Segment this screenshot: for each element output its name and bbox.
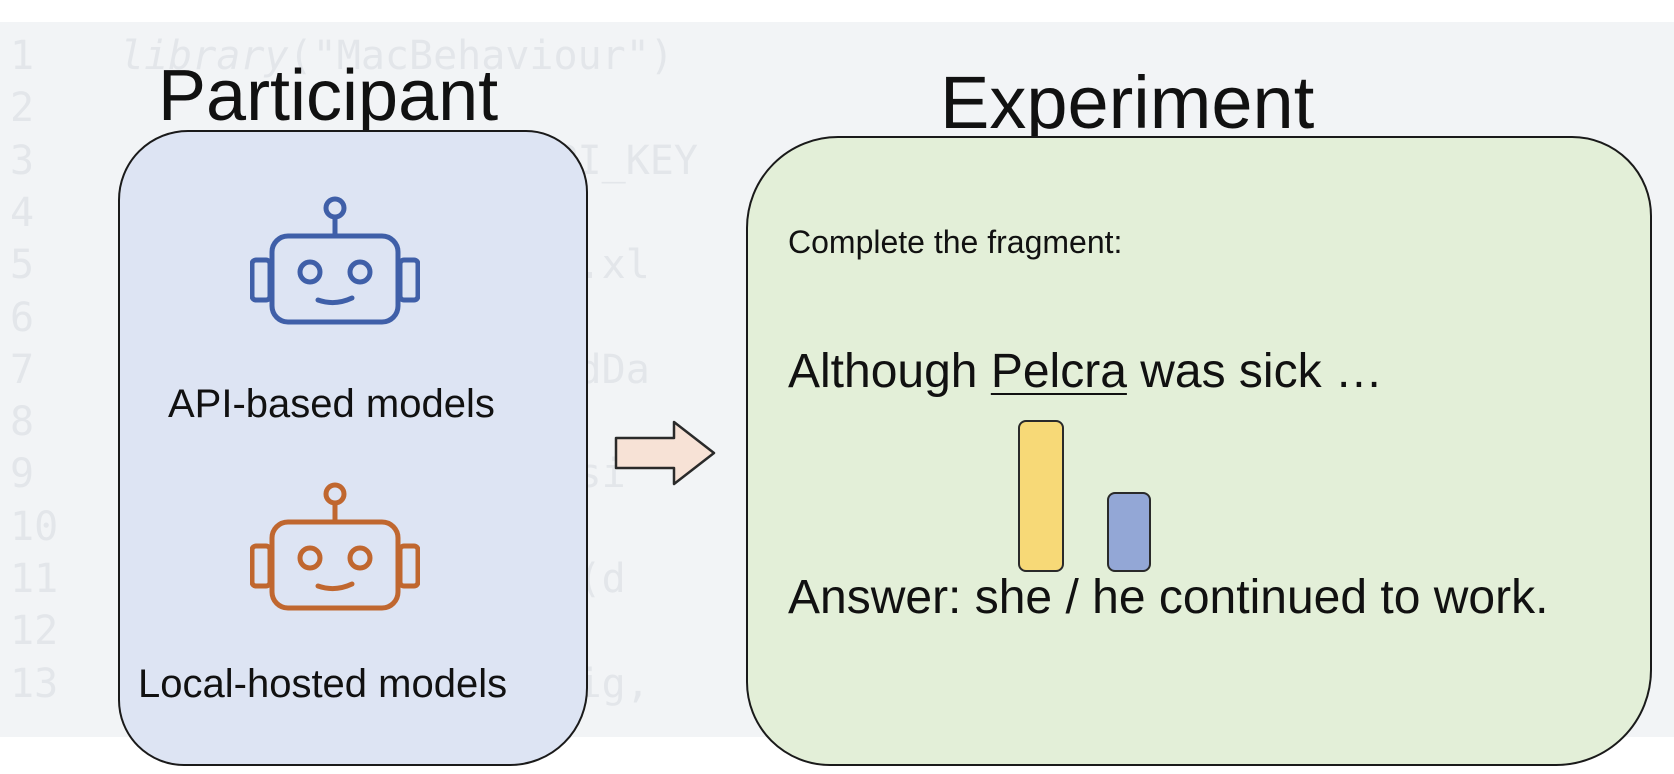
code-line-number: 4 <box>10 189 35 236</box>
code-line-number: 9 <box>10 451 35 498</box>
code-line-number: 12 <box>10 608 59 655</box>
experiment-panel <box>746 136 1652 766</box>
code-line-number: 2 <box>10 85 35 132</box>
experiment-title: Experiment <box>940 61 1315 144</box>
code-line-number: 11 <box>10 556 59 602</box>
she-probability-bar <box>1018 420 1064 572</box>
code-line: 1 library("MacBehaviour") <box>0 30 1674 82</box>
code-line-number: 13 <box>10 660 59 707</box>
robot-icon-local <box>250 482 420 611</box>
code-line: 8 <box>0 396 1674 448</box>
code-line: 6 <box>0 292 1674 344</box>
local-models-label: Local-hosted models <box>138 662 508 706</box>
participant-title: Participant <box>158 56 499 136</box>
sentence-end: was sick … <box>1126 345 1383 398</box>
instruction-text: Complete the fragment: <box>788 224 1123 260</box>
api-models-label: API-based models <box>168 382 495 426</box>
answer-text: Answer: she / he continued to work. <box>788 571 1549 624</box>
code-line-number: 3 <box>10 137 35 184</box>
code-line: 10 <box>0 501 1674 553</box>
code-line-number: 1 <box>10 33 35 79</box>
robot-icon-api <box>250 196 420 325</box>
code-line-number: 6 <box>10 294 35 341</box>
sentence-name: Pelcra <box>990 345 1127 398</box>
code-line-text: library("MacBehaviour") <box>120 33 674 79</box>
code-line-number: 10 <box>10 503 59 550</box>
code-line: 2 <box>0 82 1674 134</box>
code-line-number: 7 <box>10 346 35 393</box>
he-probability-bar <box>1107 492 1151 572</box>
code-line-number: 5 <box>10 242 35 289</box>
sentence-start: Although <box>788 345 991 398</box>
code-line: 12 <box>0 605 1674 657</box>
code-line-number: 8 <box>10 399 35 446</box>
code-line: 4 <box>0 187 1674 239</box>
stimulus-sentence: Although Pelcra was sick … <box>788 348 1383 396</box>
right-arrow-icon <box>614 420 716 486</box>
